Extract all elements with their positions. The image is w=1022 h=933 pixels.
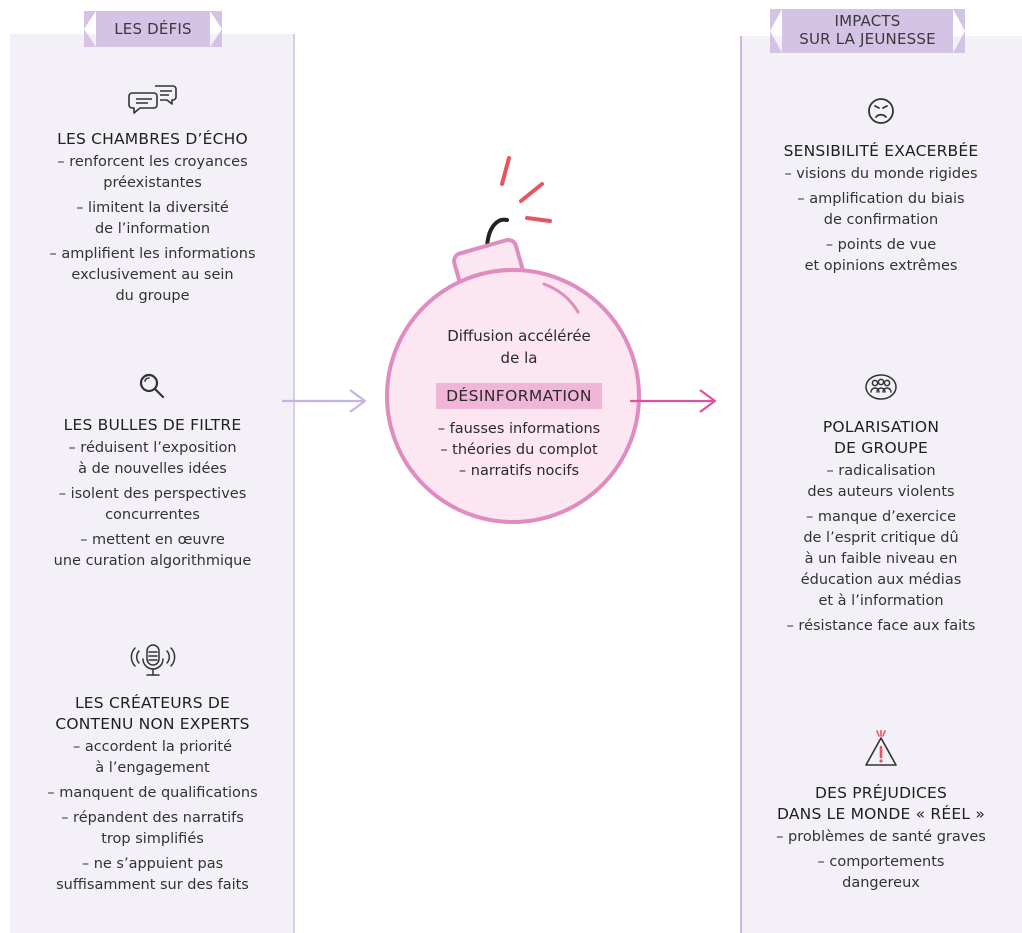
list-item: – comportements dangereux — [817, 854, 945, 891]
echo-chambers-title: LES CHAMBRES D’ÉCHO — [57, 130, 248, 148]
input-arrow — [282, 389, 367, 413]
output-arrow — [630, 389, 717, 413]
bomb-highlight — [542, 282, 580, 314]
center-content: Diffusion accélérée de la DÉSINFORMATION… — [409, 325, 629, 482]
non-expert-creators-title: LES CRÉATEURS DE CONTENU NON EXPERTS — [55, 694, 250, 733]
list-item: – isolent des perspectives concurrentes — [58, 486, 247, 523]
list-item: – narratifs nocifs — [458, 463, 580, 479]
impacts-tag: IMPACTS SUR LA JEUNESSE — [770, 9, 965, 53]
group-polarization-block: POLARISATION DE GROUPE – radicalisation … — [748, 372, 1014, 641]
list-item: – renforcent les croyances préexistantes — [57, 154, 248, 191]
warning-triangle-icon — [748, 729, 1014, 775]
chat-bubbles-icon — [20, 84, 285, 121]
list-item: – radicalisation des auteurs violents — [807, 463, 955, 500]
sad-face-icon — [748, 96, 1014, 133]
challenges-tag: LES DÉFIS — [84, 11, 222, 47]
list-item: – amplification du biais de confirmation — [797, 191, 965, 228]
center-lead: Diffusion accélérée de la — [447, 327, 591, 367]
real-world-harm-block: DES PRÉJUDICES DANS LE MONDE « RÉEL » – … — [748, 729, 1014, 898]
impacts-tag-label: IMPACTS SUR LA JEUNESSE — [799, 12, 936, 48]
challenges-panel — [10, 34, 295, 933]
list-item: – théories du complot — [440, 442, 598, 458]
list-item: – manque d’exercice de l’esprit critique… — [800, 509, 962, 609]
podcast-microphone-icon — [20, 642, 285, 685]
disinformation-badge: DÉSINFORMATION — [436, 383, 602, 409]
list-item: – répandent des narratifs trop simplifié… — [61, 810, 244, 847]
list-item: – problèmes de santé graves — [776, 829, 986, 845]
heightened-sensitivity-block: SENSIBILITÉ EXACERBÉE – visions du monde… — [748, 96, 1014, 281]
fuse — [485, 217, 509, 250]
heightened-sensitivity-title: SENSIBILITÉ EXACERBÉE — [783, 142, 979, 160]
list-item: – manquent de qualifications — [47, 785, 258, 801]
impacts-panel — [740, 36, 1022, 933]
list-item: – points de vue et opinions extrêmes — [804, 237, 958, 274]
real-world-harm-title: DES PRÉJUDICES DANS LE MONDE « RÉEL » — [776, 784, 986, 823]
magnifier-icon — [20, 372, 285, 407]
list-item: – amplifient les informations exclusivem… — [49, 246, 256, 304]
spark-lines — [500, 156, 552, 223]
filter-bubbles-block: LES BULLES DE FILTRE – réduisent l’expos… — [20, 372, 285, 576]
list-item: – réduisent l’exposition à de nouvelles … — [68, 440, 237, 477]
list-item: – accordent la priorité à l’engagement — [72, 739, 233, 776]
echo-chambers-block: LES CHAMBRES D’ÉCHO – renforcent les cro… — [20, 84, 285, 311]
list-item: – résistance face aux faits — [786, 618, 976, 634]
group-people-icon — [748, 372, 1014, 409]
list-item: – fausses informations — [437, 421, 601, 437]
list-item: – visions du monde rigides — [784, 166, 978, 182]
list-item: – mettent en œuvre une curation algorith… — [53, 532, 252, 569]
list-item: – ne s’appuient pas suffisamment sur des… — [56, 856, 249, 893]
filter-bubbles-title: LES BULLES DE FILTRE — [63, 416, 242, 434]
non-expert-creators-block: LES CRÉATEURS DE CONTENU NON EXPERTS – a… — [20, 642, 285, 900]
list-item: – limitent la diversité de l’information — [76, 200, 229, 237]
group-polarization-title: POLARISATION DE GROUPE — [822, 418, 940, 457]
